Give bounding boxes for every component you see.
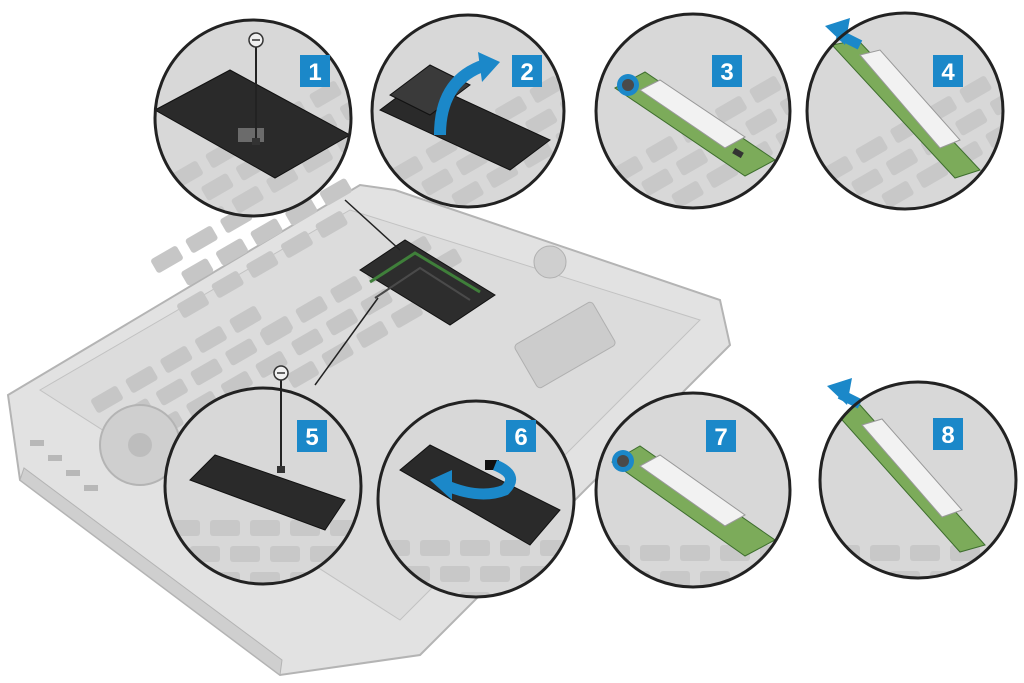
curved-arrow-icon — [430, 459, 517, 500]
laptop-ssd-slot — [359, 239, 496, 326]
screw-icon — [617, 74, 639, 96]
screwdriver-icon — [273, 365, 289, 473]
step-badge-4: 4 — [933, 55, 963, 87]
step-number: 7 — [714, 424, 727, 451]
step-6-callout: 6 — [376, 399, 576, 599]
step-number: 1 — [308, 59, 321, 86]
curved-arrow-icon — [434, 52, 500, 136]
step-number: 4 — [941, 59, 955, 86]
step-badge-2: 2 — [512, 55, 542, 87]
arrow-icon — [827, 378, 863, 409]
leader-line-bottom — [314, 297, 379, 386]
step-badge-1: 1 — [300, 55, 330, 87]
leader-line-top — [344, 199, 401, 251]
screwdriver-icon — [248, 32, 264, 145]
step-badge-8: 8 — [933, 418, 963, 450]
step-5-callout: 5 — [163, 365, 363, 586]
step-badge-5: 5 — [297, 420, 327, 452]
step-4-callout: 4 — [805, 11, 1005, 211]
step-badge-6: 6 — [506, 420, 536, 452]
laptop-base — [6, 155, 732, 677]
step-8-callout: 8 — [818, 378, 1018, 580]
step-badge-3: 3 — [712, 55, 742, 87]
step-badge-7: 7 — [706, 420, 736, 452]
step-number: 2 — [520, 59, 533, 86]
step-number: 8 — [941, 422, 954, 449]
step-number: 3 — [720, 59, 733, 86]
step-number: 6 — [514, 424, 527, 451]
step-2-callout: 2 — [370, 13, 566, 209]
screw-icon — [612, 450, 634, 472]
step-3-callout: 3 — [594, 12, 792, 210]
step-1-callout: 1 — [153, 18, 353, 218]
step-7-callout: 7 — [594, 391, 792, 589]
step-number: 5 — [305, 424, 318, 451]
